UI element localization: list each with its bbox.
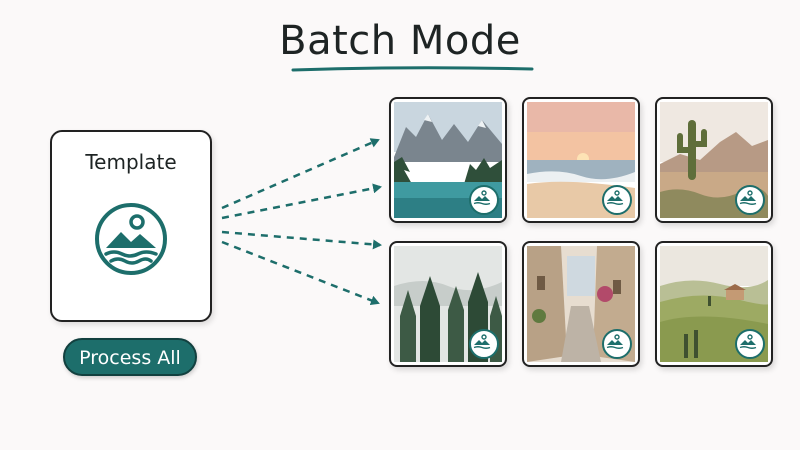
page-title: Batch Mode <box>0 18 800 64</box>
arrow-4 <box>222 242 378 303</box>
arrow-2 <box>222 187 380 218</box>
landscape-badge-icon <box>735 185 765 215</box>
output-thumbnail-old-town-street[interactable] <box>522 241 640 367</box>
landscape-badge-icon <box>469 329 499 359</box>
output-thumbnail-misty-forest[interactable] <box>389 241 507 367</box>
process-all-button[interactable]: Process All <box>63 338 197 376</box>
template-card: Template <box>50 130 212 322</box>
output-thumbnail-desert-cactus[interactable] <box>655 97 773 223</box>
template-label: Template <box>52 150 210 174</box>
output-thumbnail-mountain-lake[interactable] <box>389 97 507 223</box>
landscape-badge-icon <box>735 329 765 359</box>
landscape-badge-icon <box>469 185 499 215</box>
arrow-1 <box>222 140 378 208</box>
landscape-template-icon <box>94 202 168 276</box>
output-thumbnail-rolling-hills[interactable] <box>655 241 773 367</box>
output-thumbnail-beach-sunset[interactable] <box>522 97 640 223</box>
landscape-badge-icon <box>602 329 632 359</box>
arrow-3 <box>222 232 380 245</box>
landscape-badge-icon <box>602 185 632 215</box>
